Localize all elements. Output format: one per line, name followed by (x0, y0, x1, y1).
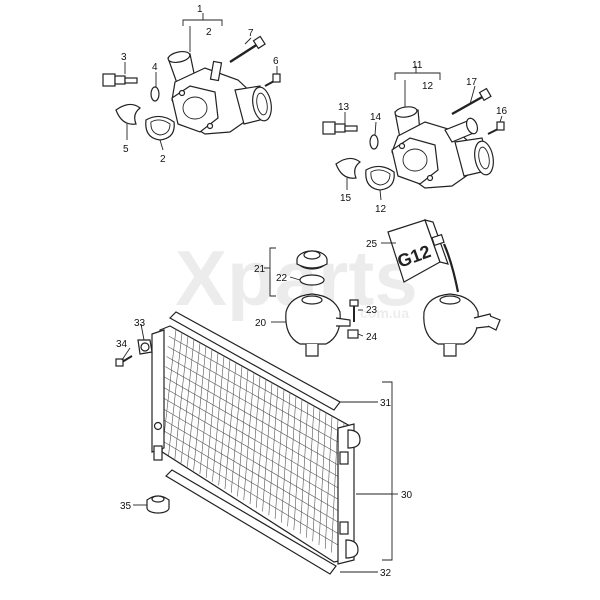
radiator-tube (162, 386, 348, 494)
callout-20: 20 (255, 318, 267, 329)
callout-16: 16 (496, 106, 508, 117)
radiator-tube (168, 335, 350, 438)
radiator-tube (157, 437, 345, 550)
seal-ring-22 (299, 274, 325, 286)
temperature-sensor-13 (322, 121, 358, 135)
bolt-7 (252, 35, 266, 50)
seal-strip-32 (165, 469, 337, 575)
callout-15: 15 (340, 193, 352, 204)
callout-35: 35 (120, 501, 132, 512)
radiator-tube (166, 356, 349, 460)
callout-14: 14 (370, 112, 382, 123)
o-ring-4 (150, 86, 160, 102)
radiator-tube (159, 417, 346, 527)
retaining-clip-5 (115, 103, 141, 125)
callout-24: 24 (366, 332, 378, 343)
rubber-mount-35 (146, 495, 170, 514)
bolt-6 (272, 73, 281, 83)
callout-7: 7 (248, 28, 254, 39)
radiator-fins (157, 329, 350, 557)
callout-12-bottom: 12 (375, 204, 387, 215)
thermostat-housing-assembly-right (322, 66, 505, 191)
coolant-bottle-25: G12 (387, 219, 460, 293)
callout-6: 6 (273, 56, 279, 67)
expansion-tank-assembly (264, 247, 359, 357)
radiator-tube (164, 376, 348, 483)
callout-2-bottom: 2 (160, 154, 166, 165)
callout-25: 25 (366, 239, 378, 250)
callout-12-top: 12 (422, 81, 434, 92)
radiator-tube (158, 427, 346, 538)
bolt-16 (496, 121, 505, 131)
thermostat-housing-assembly-left (102, 13, 281, 141)
callout-17: 17 (466, 77, 478, 88)
retaining-clip-15 (335, 157, 361, 179)
callout-21: 21 (254, 264, 266, 275)
radiator-tube (165, 366, 349, 471)
expansion-tank-20 (285, 293, 351, 357)
callout-labels: 1 2 7 3 4 6 5 2 11 12 17 13 14 16 15 12 … (116, 4, 508, 579)
radiator-tube (167, 346, 350, 449)
callout-32: 32 (380, 568, 392, 579)
watermark-subtext: com.ua (360, 305, 409, 321)
radiator-tank-left (151, 329, 165, 453)
expansion-tank-filled (423, 293, 501, 357)
callout-31: 31 (380, 398, 392, 409)
callout-34: 34 (116, 339, 128, 350)
housing-flange-left (171, 85, 219, 133)
radiator-30 (115, 311, 361, 575)
nut-24 (347, 329, 359, 339)
callout-13: 13 (338, 102, 350, 113)
callout-5: 5 (123, 144, 129, 155)
callout-33: 33 (134, 318, 146, 329)
temperature-sensor-3 (102, 73, 138, 87)
radiator-tube (160, 407, 347, 516)
callout-30: 30 (401, 490, 413, 501)
callout-2-top: 2 (206, 27, 212, 38)
housing-flange-right (391, 137, 439, 185)
leader-lines (121, 37, 503, 573)
callout-22: 22 (276, 273, 288, 284)
callout-4: 4 (152, 62, 158, 73)
drain-plug-33 (137, 339, 153, 355)
radiator-tube (161, 396, 347, 505)
callout-23: 23 (366, 305, 378, 316)
callout-11: 11 (412, 60, 423, 71)
screw-34 (115, 355, 133, 367)
callout-1: 1 (197, 4, 203, 15)
bolt-23 (349, 299, 359, 322)
o-ring-14 (369, 134, 379, 150)
callout-3: 3 (121, 52, 127, 63)
tank-cap-21 (296, 250, 328, 270)
bolt-17 (478, 87, 492, 102)
